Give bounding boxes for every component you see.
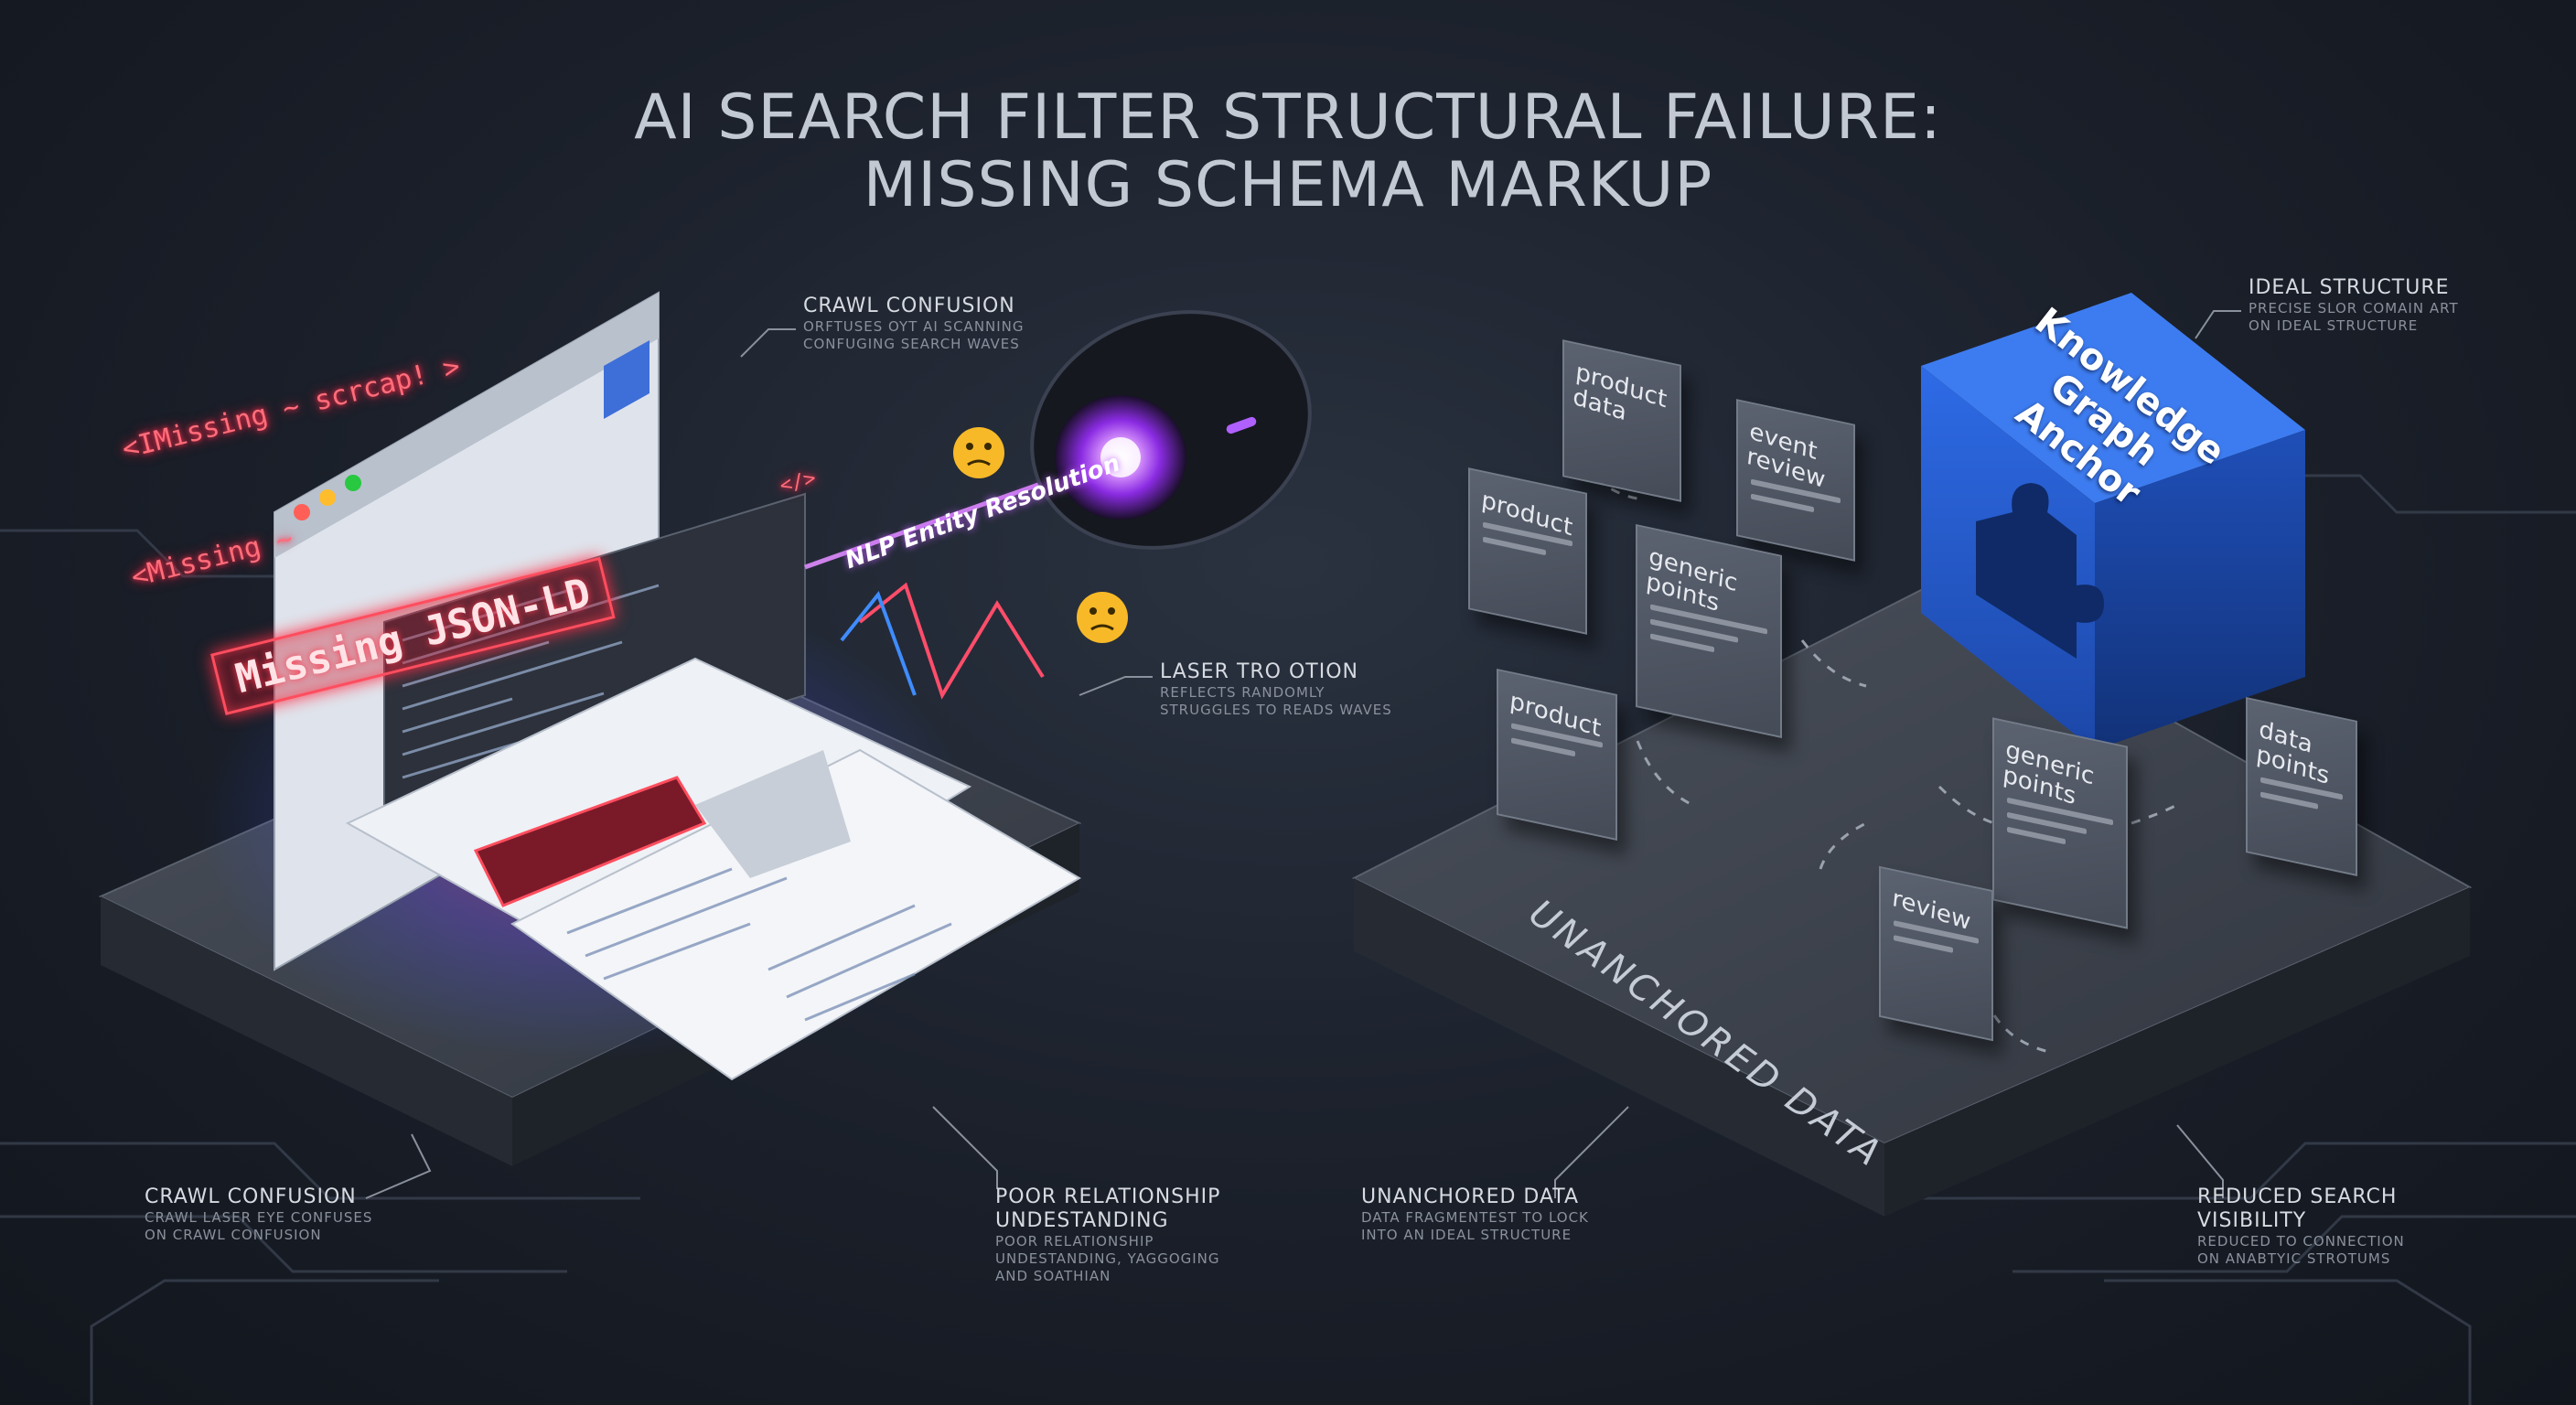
card-event-review: event review (1736, 399, 1855, 562)
confused-emoji (953, 427, 1004, 478)
frowning-emoji (1077, 592, 1128, 643)
bottom-label-unanchored-data: UNANCHORED DATA DATA FRAGMENTEST TO LOCK… (1361, 1185, 1589, 1243)
crawler-eye-camera (1030, 310, 1312, 550)
card-data-points: data points (2246, 697, 2357, 876)
card-generic-points-2: generic points (1992, 717, 2128, 929)
knowledge-graph-cube (1921, 293, 2305, 750)
right-platform (1351, 584, 2473, 1217)
window-max-dot (345, 475, 361, 491)
page-title: AI SEARCH FILTER STRUCTURAL FAILURE: (634, 81, 1942, 154)
callout-ideal-structure: IDEAL STRUCTURE PRECISE SLOR COMAIN ART … (2249, 276, 2459, 334)
bottom-label-crawl-confusion: CRAWL CONFUSION CRAWL LASER EYE CONFUSES… (145, 1185, 373, 1243)
leader-lines (365, 310, 2241, 1199)
card-product-1: product (1468, 467, 1587, 635)
window-min-dot (319, 489, 336, 506)
crumpled-documents (345, 657, 1081, 1081)
circuit-traces (0, 474, 2576, 1405)
bottom-label-poor-relationship: POOR RELATIONSHIP UNDESTANDING POOR RELA… (995, 1185, 1221, 1284)
bottom-label-reduced-visibility: REDUCED SEARCH VISIBILITY REDUCED TO CON… (2197, 1185, 2405, 1267)
window-close-dot (294, 504, 310, 520)
card-review: review (1879, 865, 1993, 1042)
card-product-data: product data (1562, 339, 1681, 502)
callout-crawl-confusion: CRAWL CONFUSION ORFTUSES OYT AI SCANNING… (803, 295, 1025, 352)
puzzle-piece-icon (1976, 483, 2104, 659)
card-generic-points-1: generic points (1636, 523, 1782, 739)
code-panel (383, 492, 806, 825)
page-subtitle: MISSING SCHEMA MARKUP (863, 149, 1713, 221)
callout-laser: LASER TRO OTION REFLECTS RANDOMLY STRUGG… (1160, 660, 1392, 718)
card-product-2: product (1497, 668, 1617, 842)
